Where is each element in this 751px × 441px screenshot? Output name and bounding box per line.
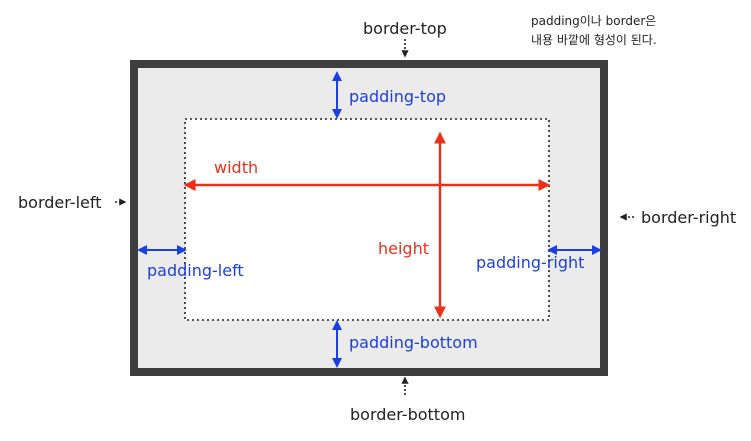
- border-top-label: border-top: [363, 19, 447, 38]
- padding-top-label: padding-top: [349, 87, 446, 106]
- padding-right-label: padding-right: [476, 253, 584, 272]
- border-left-label: border-left: [18, 193, 101, 212]
- border-right-label: border-right: [641, 208, 736, 227]
- note-line-2: 내용 바깥에 형성이 된다.: [531, 33, 657, 47]
- width-label: width: [214, 158, 258, 177]
- note-line-1: padding이나 border은: [531, 14, 656, 28]
- padding-left-label: padding-left: [147, 261, 244, 280]
- padding-bottom-label: padding-bottom: [349, 333, 478, 352]
- border-bottom-label: border-bottom: [350, 405, 465, 424]
- height-label: height: [378, 239, 429, 258]
- content-box: [184, 118, 550, 321]
